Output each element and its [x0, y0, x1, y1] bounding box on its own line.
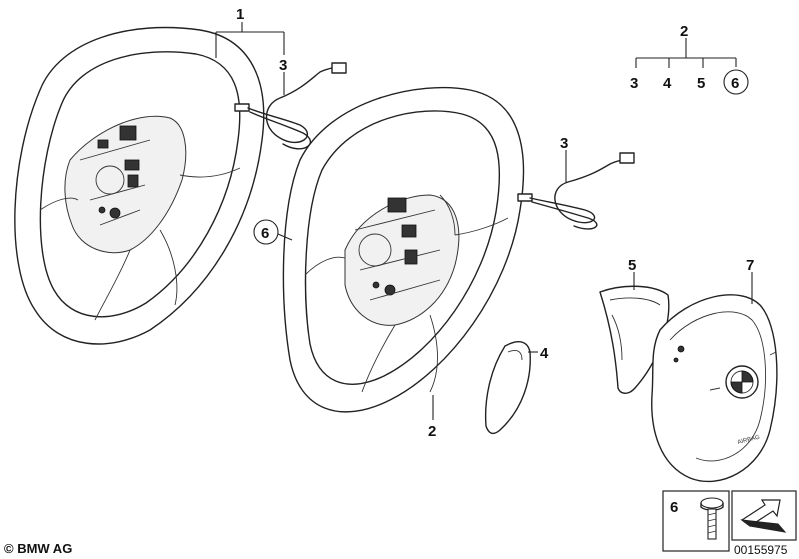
- callout-kit-a: 3: [630, 75, 638, 92]
- callout-airbag: 7: [746, 257, 754, 274]
- callout-wiring-left: 3: [279, 57, 287, 74]
- direction-arrow-icon: [740, 499, 787, 533]
- callout-wheel-right-marker: 6: [261, 225, 269, 242]
- callout-trim-cover: 5: [628, 257, 636, 274]
- copyright: © BMW AG: [4, 541, 72, 556]
- footer-screw-box[interactable]: 6: [662, 490, 730, 552]
- screw-icon: [700, 497, 724, 540]
- callout-kit-d: 6: [731, 75, 739, 92]
- steering-wheel-left[interactable]: [14, 26, 265, 345]
- callout-wiring-right: 3: [560, 135, 568, 152]
- callout-kit-c: 5: [697, 75, 705, 92]
- callouts: 1 3 6 3 2 4 5 7 2 3 4 5 6: [236, 6, 754, 440]
- footer-arrow-box[interactable]: [731, 490, 797, 541]
- wiring-harness-right[interactable]: [529, 152, 635, 230]
- airbag-module[interactable]: AIRBAG: [651, 294, 778, 483]
- callout-kit-header: 2: [680, 23, 688, 40]
- diagram-id: 00155975: [734, 543, 788, 557]
- callout-marker-circle: [253, 219, 279, 245]
- leader-lines: [215, 22, 753, 420]
- cover-small[interactable]: [484, 341, 531, 435]
- callout-wheel-right-bottom: 2: [428, 423, 436, 440]
- callout-kit-b: 4: [663, 75, 672, 92]
- callout-kit-d-circle: [723, 69, 749, 95]
- callout-cover-small: 4: [540, 345, 549, 362]
- trim-cover[interactable]: [599, 285, 670, 394]
- footer-screw-label: 6: [670, 499, 678, 516]
- callout-wheel-left: 1: [236, 6, 244, 23]
- steering-wheel-right[interactable]: [282, 86, 533, 413]
- airbag-lettering: AIRBAG: [737, 435, 761, 446]
- wiring-harness-left[interactable]: [247, 62, 347, 150]
